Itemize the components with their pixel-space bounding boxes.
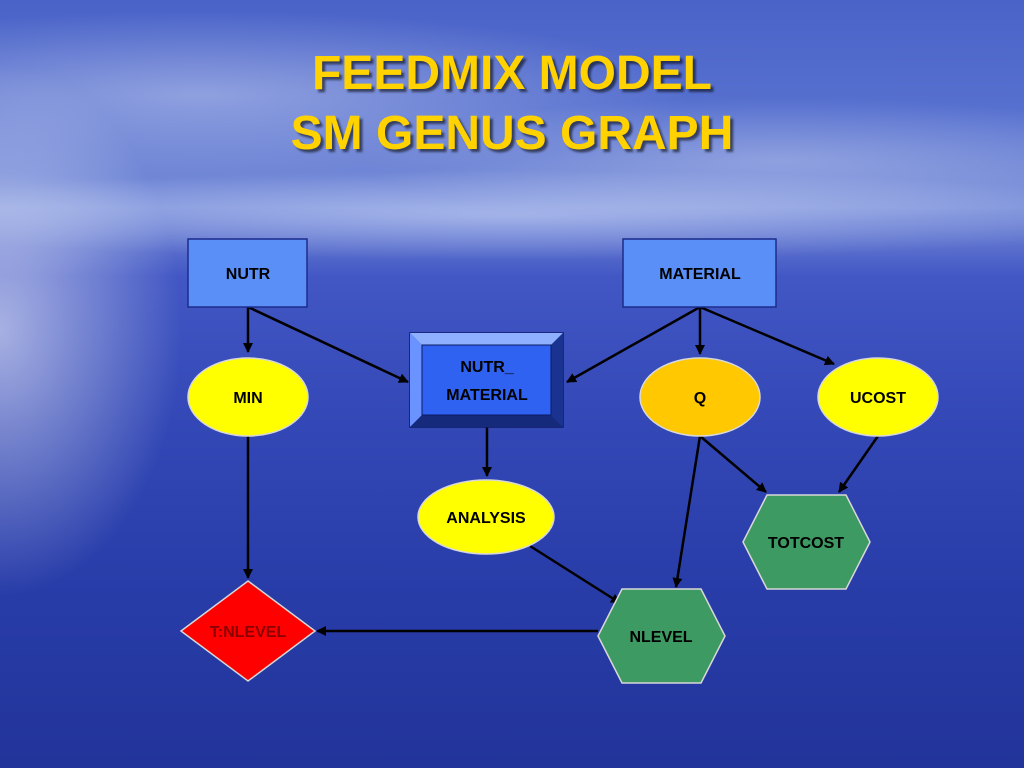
node-nutr-material-label-line-1: NUTR_ [460,359,514,376]
node-nlevel: NLEVEL [597,588,726,684]
node-nlevel-label: NLEVEL [629,629,692,646]
node-material: MATERIAL [622,238,777,308]
edge-analysis-to-nlevel [529,544,621,605]
edge-q-to-nlevel [672,435,702,588]
slide-title: FEEDMIX MODEL SM GENUS GRAPH [0,44,1024,164]
node-t-nlevel: T:NLEVEL [179,580,317,682]
node-analysis: ANALYSIS [417,479,555,555]
edge-material-to-nutr-material [566,305,701,384]
node-material-label: MATERIAL [659,266,741,283]
node-nutr: NUTR [187,238,308,308]
node-t-nlevel-label: T:NLEVEL [210,624,287,641]
node-nutr-material-label-line-2: MATERIAL [446,387,528,404]
edge-ucost-to-totcost [837,435,880,493]
edge-nutr-to-nutr-material [247,305,409,384]
node-nutr-label: NUTR [226,266,271,283]
node-totcost-label: TOTCOST [768,535,844,552]
node-ucost-label: UCOST [850,390,906,407]
edges [243,305,880,636]
node-min-label: MIN [233,390,262,407]
node-nutr-material: NUTR_ MATERIAL [409,332,564,428]
edge-q-to-totcost [699,435,767,493]
node-q: Q [639,357,761,437]
node-totcost: TOTCOST [742,494,871,590]
node-min: MIN [187,357,309,437]
node-q-label: Q [694,390,706,407]
edge-material-to-ucost [699,305,835,366]
node-ucost: UCOST [817,357,939,437]
title-line-1: FEEDMIX MODEL [311,47,712,100]
node-analysis-label: ANALYSIS [446,510,526,527]
title-line-2: SM GENUS GRAPH [290,107,734,160]
